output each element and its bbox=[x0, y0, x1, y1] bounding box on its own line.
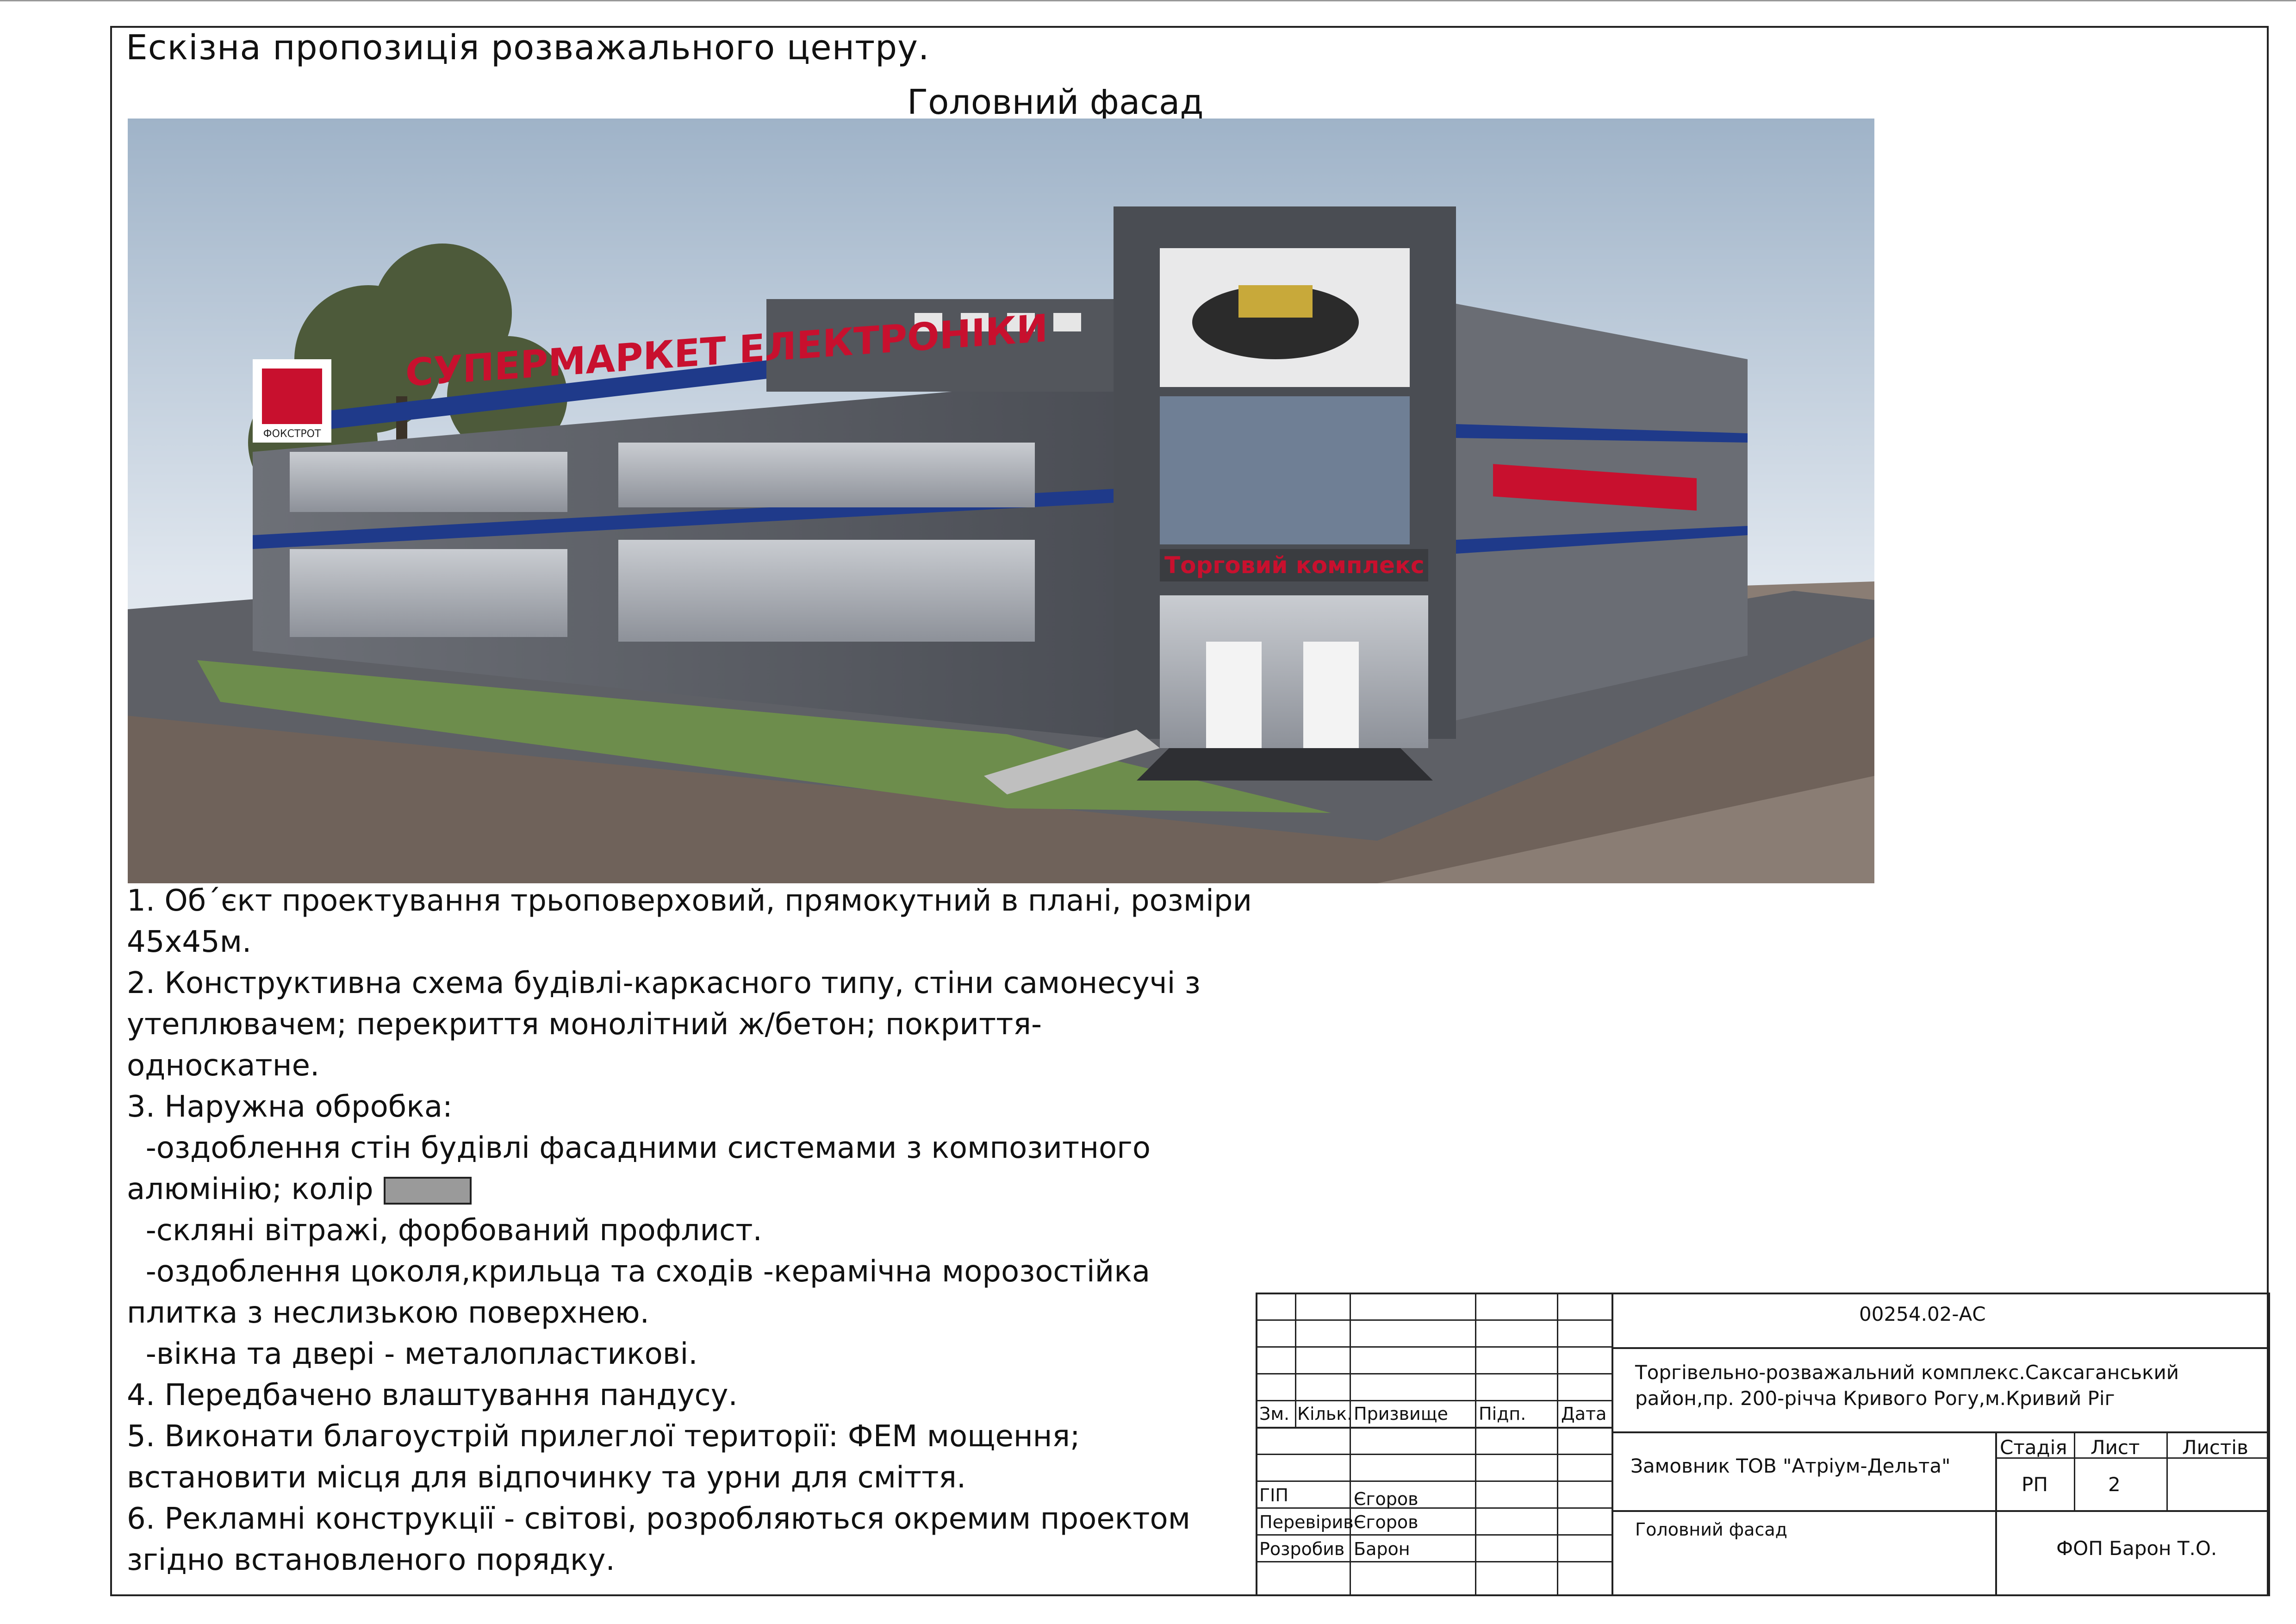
hdr-surname: Призвище bbox=[1354, 1404, 1448, 1424]
stage-label: Стадія bbox=[2000, 1436, 2067, 1459]
facade-render: ФОКСТРОТ СУПЕРМАРКЕТ ЕЛЕКТРОНІКИ Торгови… bbox=[128, 119, 1874, 883]
tb-line bbox=[1256, 1346, 1612, 1348]
tb-line bbox=[1256, 1293, 2270, 1294]
note-line: встановити місця для відпочинку та урни … bbox=[127, 1461, 966, 1495]
note-line: 3. Наружна обробка: bbox=[127, 1090, 453, 1124]
hdr-zm: Зм. bbox=[1259, 1404, 1290, 1424]
tb-line bbox=[1256, 1561, 1612, 1562]
sheet-label: Лист bbox=[2091, 1436, 2140, 1459]
tb-line bbox=[1612, 1293, 1613, 1596]
project-line-2: район,пр. 200-річча Кривого Рогу,м.Криви… bbox=[1635, 1387, 2115, 1410]
note-line: -скляні вітражі, форбований профлист. bbox=[127, 1213, 762, 1248]
drawing-code: 00254.02-АС bbox=[1859, 1303, 1986, 1325]
note-line: згідно встановленого порядку. bbox=[127, 1543, 615, 1577]
hdr-date: Дата bbox=[1561, 1404, 1607, 1424]
title-block: Зм. Кільк. Призвище Підп. Дата ГІП Єгоро… bbox=[1256, 1293, 2270, 1596]
drawing-name: Головний фасад bbox=[1635, 1519, 1787, 1540]
role-developed: Розробив bbox=[1259, 1539, 1345, 1559]
note-line: -оздоблення цоколя,крильца та сходів -ке… bbox=[127, 1255, 1151, 1289]
color-swatch bbox=[383, 1177, 472, 1205]
tb-line bbox=[1995, 1457, 2270, 1459]
tb-line bbox=[1256, 1454, 1612, 1455]
role-gip: ГІП bbox=[1259, 1485, 1288, 1505]
sheets-label: Листів bbox=[2182, 1436, 2248, 1459]
project-line-1: Торгівельно-розважальний комплекс.Саксаг… bbox=[1635, 1361, 2179, 1384]
note-line-color: алюмінію; колір bbox=[127, 1169, 1247, 1210]
logo-text: ФОКСТРОТ bbox=[263, 428, 321, 440]
note-line: плитка з неслизькою поверхнею. bbox=[127, 1296, 649, 1330]
sheet-value: 2 bbox=[2108, 1473, 2121, 1496]
tb-line bbox=[2268, 1293, 2270, 1596]
explanatory-notes: 1. Об´єкт проектування трьоповерховий, п… bbox=[127, 881, 1252, 1581]
tb-line bbox=[1256, 1373, 1612, 1374]
tb-line bbox=[1995, 1431, 1997, 1596]
tb-line bbox=[2074, 1431, 2075, 1511]
tb-line bbox=[1256, 1319, 1612, 1321]
facade-heading: Головний фасад bbox=[907, 82, 1204, 122]
note-line: -вікна та двері - металопластикові. bbox=[127, 1337, 698, 1371]
tb-line bbox=[1256, 1293, 1257, 1596]
note-line: 45х45м. bbox=[127, 925, 252, 959]
sheet-title: Ескізна пропозиція розважального центру. bbox=[126, 28, 930, 68]
complex-sign: Торговий комплекс bbox=[1164, 552, 1425, 579]
drawing-frame bbox=[110, 26, 2269, 1596]
note-line: утеплювачем; перекриття монолітний ж/бет… bbox=[127, 1007, 1042, 1042]
tb-line bbox=[1475, 1293, 1476, 1596]
tb-line bbox=[1612, 1510, 2270, 1512]
hdr-kilk: Кільк. bbox=[1297, 1404, 1353, 1424]
tb-line bbox=[1256, 1400, 1612, 1401]
company: ФОП Барон Т.О. bbox=[2056, 1537, 2217, 1560]
building-render-image: ФОКСТРОТ СУПЕРМАРКЕТ ЕЛЕКТРОНІКИ Торгови… bbox=[128, 119, 1874, 883]
tb-line bbox=[1612, 1347, 2270, 1349]
customer: Замовник ТОВ "Атріум-Дельта" bbox=[1630, 1455, 1951, 1477]
tb-line bbox=[1256, 1507, 1612, 1509]
name-gip: Єгоров bbox=[1354, 1489, 1419, 1509]
tb-line bbox=[2166, 1431, 2168, 1511]
note-line: 6. Рекламні конструкції - світові, розро… bbox=[127, 1502, 1190, 1536]
tb-line bbox=[1612, 1431, 2270, 1433]
tb-line bbox=[1256, 1480, 1612, 1482]
sheet-top-edge bbox=[0, 0, 2296, 1]
note-line: 5. Виконати благоустрій прилеглої терито… bbox=[127, 1419, 1080, 1454]
note-line: алюмінію; колір bbox=[127, 1172, 373, 1206]
tb-line bbox=[1557, 1293, 1558, 1596]
tb-line bbox=[1350, 1293, 1351, 1596]
note-line: односкатне. bbox=[127, 1049, 320, 1083]
name-developed: Барон bbox=[1354, 1539, 1410, 1559]
tb-line bbox=[1295, 1293, 1296, 1427]
note-line: 1. Об´єкт проектування трьоповерховий, п… bbox=[127, 884, 1252, 918]
tb-line bbox=[1256, 1534, 1612, 1536]
note-line: -оздоблення стін будівлі фасадними систе… bbox=[127, 1131, 1151, 1165]
name-checked: Єгоров bbox=[1354, 1512, 1419, 1532]
note-line: 4. Передбачено влаштування пандусу. bbox=[127, 1378, 738, 1412]
tb-line bbox=[1256, 1427, 1612, 1429]
role-checked: Перевірив bbox=[1259, 1512, 1354, 1532]
note-line: 2. Конструктивна схема будівлі-каркасног… bbox=[127, 966, 1201, 1000]
stage-value: РП bbox=[2022, 1473, 2048, 1496]
hdr-sign: Підп. bbox=[1479, 1404, 1526, 1424]
